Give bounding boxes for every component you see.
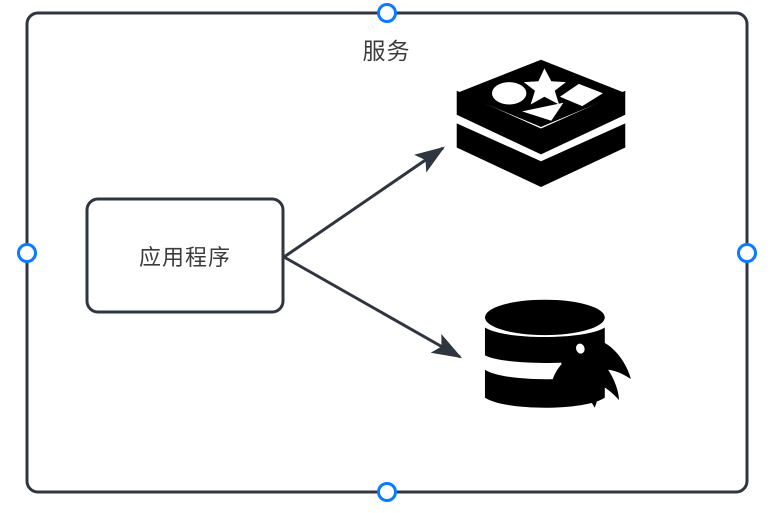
resize-handle-left[interactable] [17,243,37,263]
node-application-shape[interactable] [85,197,285,314]
edge-app-to-mysql[interactable] [283,255,463,359]
edge-app-to-redis[interactable] [283,146,445,259]
resize-handle-bottom[interactable] [377,482,397,502]
resize-handle-right[interactable] [737,243,757,263]
resize-handle-top[interactable] [377,3,397,23]
